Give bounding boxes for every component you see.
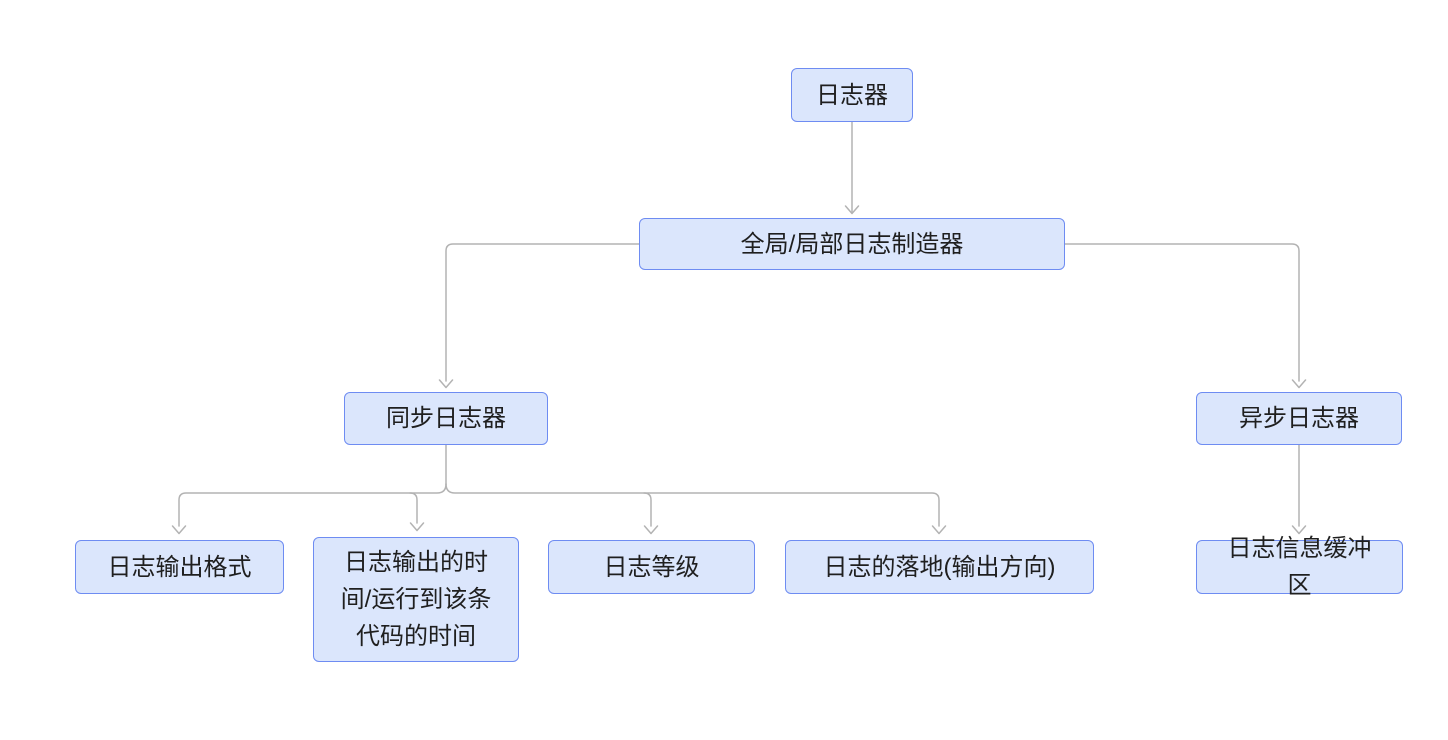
arrowhead-down-icon [844,205,860,215]
edge-maker-async [1064,243,1307,389]
node-sync-logger[interactable]: 同步日志器 [344,392,548,445]
node-output-time[interactable]: 日志输出的时间/运行到该条代码的时间 [313,537,519,662]
arrowhead-down-icon [1291,525,1307,535]
edge-maker-sync [438,243,640,389]
arrowhead-down-icon [438,379,454,389]
arrowhead-down-icon [1291,379,1307,389]
edge-async-buffer [1291,444,1307,535]
arrowhead-down-icon [171,525,187,535]
node-log-maker[interactable]: 全局/局部日志制造器 [639,218,1065,270]
node-async-logger[interactable]: 异步日志器 [1196,392,1402,445]
arrowhead-down-icon [643,525,659,535]
arrowhead-down-icon [931,525,947,535]
node-log-sink[interactable]: 日志的落地(输出方向) [785,540,1094,594]
node-output-format[interactable]: 日志输出格式 [75,540,284,594]
edge-sync-branch [171,444,947,535]
arrowhead-down-icon [409,522,425,532]
node-log-level[interactable]: 日志等级 [548,540,755,594]
node-logger[interactable]: 日志器 [791,68,913,122]
edge-logger-maker [844,121,860,215]
node-message-buffer[interactable]: 日志信息缓冲区 [1196,535,1403,599]
